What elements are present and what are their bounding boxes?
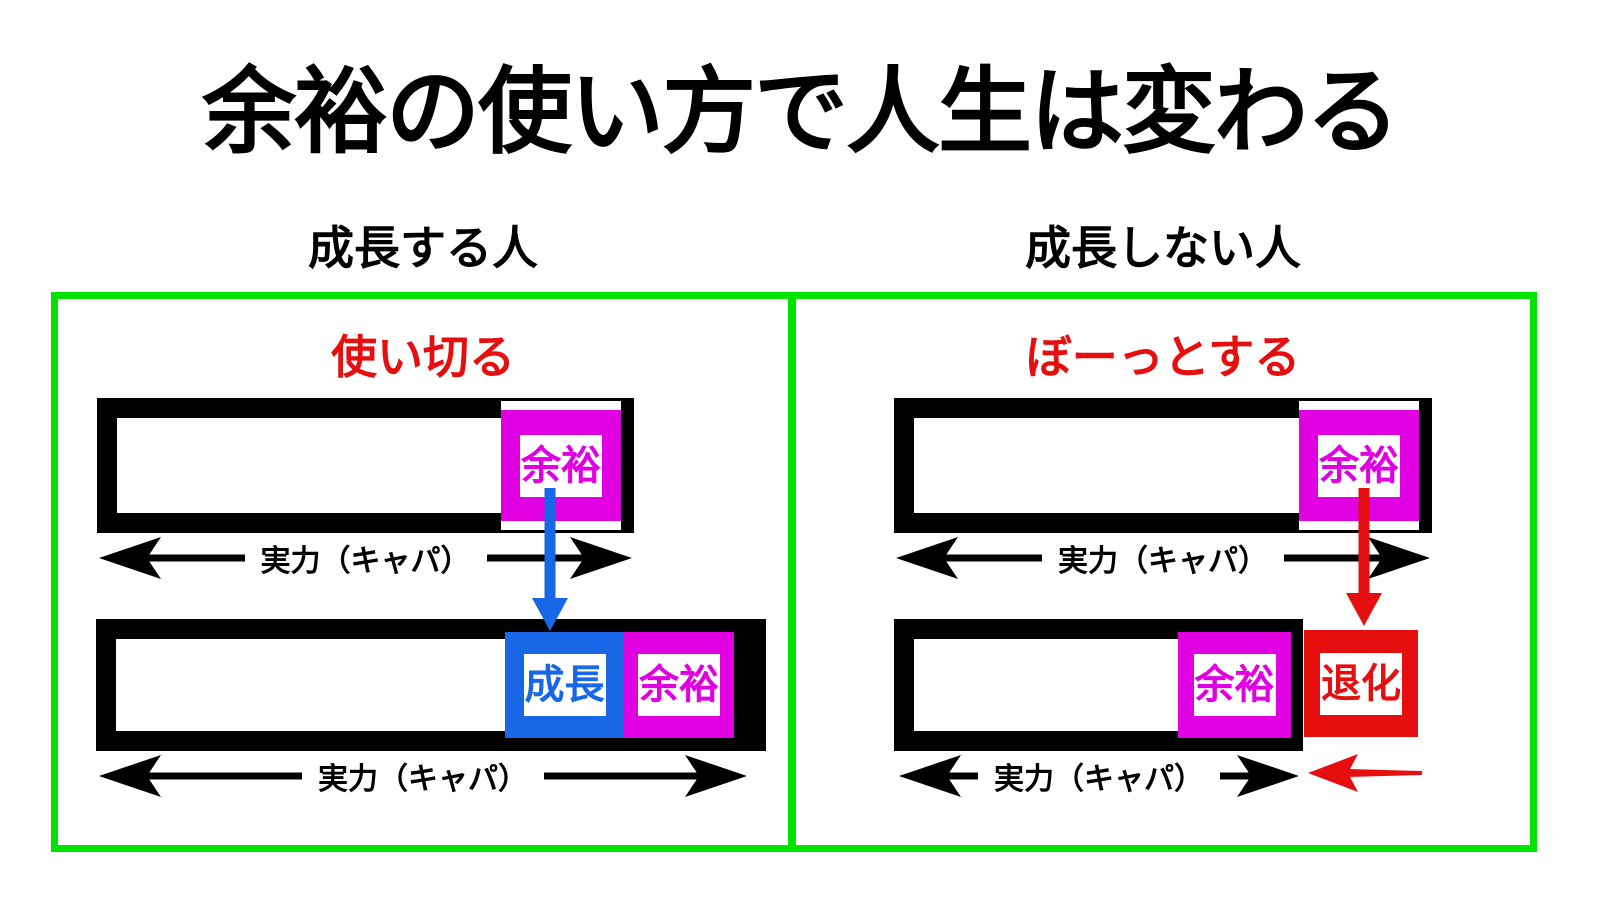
waste-margin-down-arrow-icon — [1346, 488, 1382, 626]
margin-label: 余裕 — [520, 434, 602, 497]
margin-label: 余裕 — [1318, 434, 1400, 497]
capacity-double-arrow: 実力（キャパ） — [897, 754, 1301, 798]
capacity-bar-after-growth: 成長 余裕 — [96, 619, 766, 751]
regression-label: 退化 — [1320, 652, 1402, 715]
growth-box: 成長 — [505, 632, 624, 738]
margin-box: 余裕 — [1178, 632, 1291, 738]
capacity-double-arrow: 実力（キャパ） — [894, 536, 1432, 580]
growth-panel: 使い切る 余裕 実力（キャパ） 成長 余裕 — [51, 292, 795, 852]
regression-box: 退化 — [1304, 630, 1418, 737]
page-title: 余裕の使い方で人生は変わる — [201, 59, 1400, 164]
capacity-double-arrow: 実力（キャパ） — [97, 754, 749, 798]
capacity-label: 実力（キャパ） — [302, 754, 544, 798]
margin-box: 余裕 — [501, 410, 621, 521]
no-growth-panel: ぼーっとする 余裕 実力（キャパ） 余裕 — [789, 292, 1537, 852]
capacity-double-arrow: 実力（キャパ） — [97, 536, 634, 580]
capacity-label: 実力（キャパ） — [1042, 536, 1284, 580]
capacity-bar-after-regression: 余裕 — [894, 619, 1303, 751]
capacity-label: 実力（キャパ） — [978, 754, 1220, 798]
margin-box: 余裕 — [624, 632, 734, 738]
growth-label: 成長 — [523, 654, 606, 716]
use-margin-down-arrow-icon — [532, 488, 568, 631]
margin-label: 余裕 — [638, 654, 720, 716]
shrink-left-arrow-icon — [1308, 754, 1422, 792]
margin-label: 余裕 — [1193, 654, 1276, 716]
right-column-header: 成長しない人 — [1025, 222, 1301, 274]
capacity-bar-before: 余裕 — [97, 398, 634, 533]
no-growth-panel-subtitle: ぼーっとする — [1025, 331, 1301, 383]
capacity-label: 実力（キャパ） — [244, 536, 487, 580]
left-column-header: 成長する人 — [308, 222, 538, 274]
growth-panel-subtitle: 使い切る — [331, 331, 515, 383]
